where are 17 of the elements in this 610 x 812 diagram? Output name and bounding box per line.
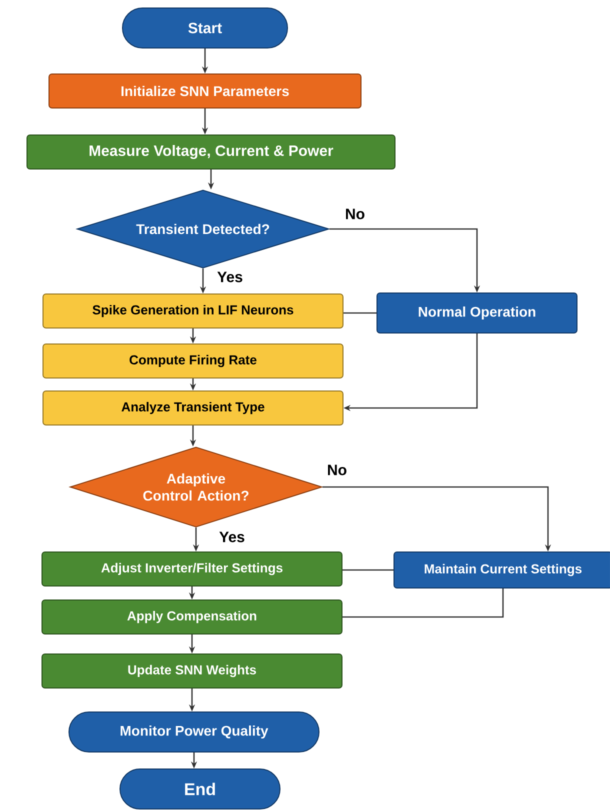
process-box: Initialize SNN Parameters	[48, 74, 362, 108]
edge-label: Yes	[216, 270, 244, 284]
process-box: Spike Generation in LIF Neurons	[42, 294, 344, 328]
process-box: Normal Operation	[376, 292, 578, 334]
process-box: Maintain Current Settings	[394, 552, 610, 588]
process-box: Compute Firing Rate	[42, 344, 344, 378]
process-box: Adjust Inverter/Filter Settings	[42, 552, 342, 586]
terminal-box: End	[120, 768, 280, 810]
edge-label: No	[326, 464, 348, 476]
process-box: Measure Voltage, Current & Power	[26, 134, 396, 170]
process-box: Analyze Transient Type	[42, 390, 344, 426]
edge-label: Yes	[218, 530, 246, 544]
terminal-box: Start	[122, 8, 288, 48]
terminal-box: Monitor Power Quality	[68, 712, 320, 752]
edge-label: No	[344, 208, 366, 220]
process-box: Apply Compensation	[42, 600, 342, 634]
process-box: Update SNN Weights	[42, 654, 342, 688]
